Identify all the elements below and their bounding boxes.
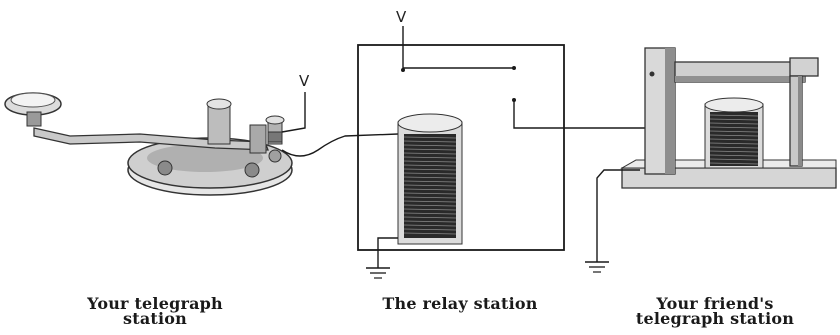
caption-relay-station: The relay station: [365, 294, 555, 313]
relay-station-box: [357, 44, 565, 251]
caption-line: The relay station: [382, 294, 538, 313]
caption-line: station: [123, 309, 187, 328]
caption-friend-station: Your friend's telegraph station: [620, 294, 810, 328]
voltage-label-relay: V: [396, 8, 407, 26]
ground-symbol-icon: [366, 267, 390, 279]
ground-symbol-icon: [585, 261, 609, 273]
caption-line: telegraph station: [635, 309, 795, 328]
telegraph-key-icon: [4, 92, 293, 196]
sounder-icon: [620, 47, 837, 189]
caption-line: Your telegraph: [87, 294, 223, 313]
voltage-label-key: V: [299, 72, 310, 90]
relay-coil-icon: [397, 113, 463, 245]
caption-line: Your friend's: [656, 294, 774, 313]
caption-your-station: Your telegraph station: [70, 294, 240, 328]
